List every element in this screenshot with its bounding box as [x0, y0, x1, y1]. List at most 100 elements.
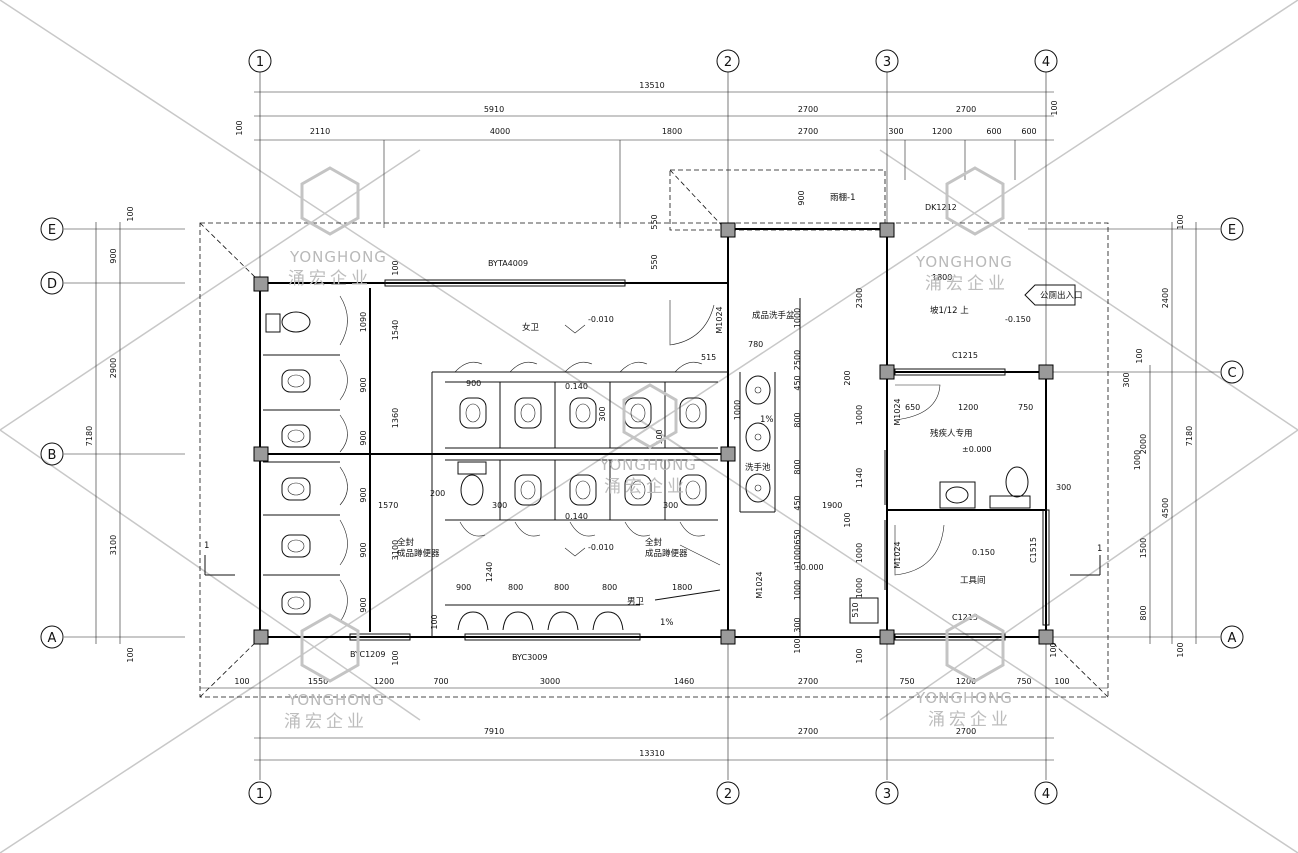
windows	[349, 279, 1050, 641]
dim-bottom-r1-9: 1200	[956, 677, 976, 686]
svg-text:A: A	[48, 631, 57, 646]
dim-right-2: 2400	[1161, 288, 1170, 308]
svg-text:780: 780	[748, 340, 763, 349]
svg-text:900: 900	[466, 379, 481, 388]
svg-text:650: 650	[793, 529, 802, 544]
label-squat-right-1: 全封	[645, 537, 663, 548]
section-marks: 1 1	[204, 541, 1102, 576]
svg-text:1800: 1800	[672, 583, 692, 592]
logo-watermark: YONGHONG 涌宏企业	[284, 613, 384, 732]
svg-text:涌宏企业: 涌宏企业	[288, 269, 372, 289]
squat-toilet-icon	[514, 397, 542, 429]
svg-text:750: 750	[1018, 403, 1033, 412]
svg-text:100: 100	[430, 614, 439, 629]
svg-text:100: 100	[855, 648, 864, 663]
svg-text:3: 3	[883, 787, 891, 802]
logo-watermark: YONGHONG 涌宏企业	[599, 383, 696, 497]
elevation-marks: -0.010 -0.010 0.140 0.140 -0.150 ±0.000 …	[564, 315, 1031, 572]
svg-text:100: 100	[1049, 642, 1058, 657]
dim-top-sub-2: 2700	[798, 105, 818, 114]
svg-text:1140: 1140	[855, 468, 864, 488]
entrance-arrow-icon	[1024, 284, 1076, 306]
svg-text:1800: 1800	[932, 273, 952, 282]
dim-bottom-r1-11: 100	[1054, 677, 1069, 686]
svg-text:YONGHONG: YONGHONG	[915, 689, 1013, 707]
toilet-icon	[1005, 466, 1029, 498]
elev-1: 0.140	[565, 382, 588, 391]
svg-text:3100: 3100	[391, 540, 400, 560]
svg-text:1900: 1900	[822, 501, 842, 510]
svg-text:900: 900	[359, 542, 368, 557]
elev-ramp: -0.150	[1005, 315, 1031, 324]
axis-bubble-left-B: B	[40, 442, 64, 466]
urinal-icon	[502, 611, 534, 631]
axis-bubble-top-3: 3	[875, 49, 899, 73]
svg-text:100: 100	[391, 260, 400, 275]
logo-watermark: YONGHONG 涌宏企业	[288, 166, 387, 289]
middle-stalls	[445, 361, 718, 537]
svg-text:E: E	[48, 223, 56, 238]
squat-toilet-icon	[281, 591, 311, 615]
svg-text:2500: 2500	[793, 350, 802, 370]
dim-bottom-r1-3: 1200	[374, 677, 394, 686]
roof-outline	[199, 169, 1109, 698]
axis-bubble-left-E: E	[40, 217, 64, 241]
svg-text:450: 450	[793, 375, 802, 390]
svg-text:300: 300	[598, 406, 607, 421]
logo-watermark: YONGHONG 涌宏企业	[915, 166, 1012, 294]
slope-2: 1%	[660, 618, 674, 628]
window-bottom-mid	[464, 633, 641, 641]
svg-text:1: 1	[204, 541, 209, 551]
urinal-icon	[592, 611, 624, 631]
dim-top-detail-4: 1800	[662, 127, 682, 136]
elev-men: -0.010	[588, 543, 614, 552]
dim-top-detail-9: 600	[1021, 127, 1036, 136]
squat-toilet-icon	[679, 397, 707, 429]
code-door-2: M1024	[755, 571, 764, 598]
svg-text:550: 550	[650, 254, 659, 269]
slope-marks: 1% 1%	[660, 415, 774, 628]
axis-bubble-bottom-2: 2	[716, 781, 740, 805]
axis-bubble-right-C: C	[1220, 360, 1244, 384]
element-codes: BYTA4009 BYC1209 BYC3009 DK1212 M1024 M1…	[350, 203, 1038, 662]
code-door-1: M1024	[715, 306, 724, 333]
svg-text:550: 550	[650, 214, 659, 229]
axis-bubble-top-4: 4	[1034, 49, 1058, 73]
svg-text:YONGHONG: YONGHONG	[289, 248, 387, 266]
axis-bubble-top-2: 2	[716, 49, 740, 73]
dim-right-inner-4: 1500	[1139, 538, 1148, 558]
elev-tool: 0.150	[972, 548, 995, 557]
slope-1: 1%	[760, 415, 774, 425]
svg-text:4: 4	[1042, 55, 1050, 70]
squat-toilet-icon	[569, 474, 597, 506]
svg-text:650: 650	[905, 403, 920, 412]
axis-bubble-left-A: A	[40, 625, 64, 649]
code-c-bottom: C1215	[952, 613, 978, 622]
svg-text:1000: 1000	[1133, 450, 1142, 470]
label-basin: 成品洗手盆	[752, 310, 795, 321]
svg-text:4: 4	[1042, 787, 1050, 802]
elev-2: 0.140	[565, 512, 588, 521]
dim-right-3: 4500	[1161, 498, 1170, 518]
axis-bubble-bottom-1: 1	[248, 781, 272, 805]
svg-text:100: 100	[793, 638, 802, 653]
dim-top-detail-3: 4000	[490, 127, 510, 136]
svg-text:200: 200	[843, 370, 852, 385]
door-swing	[894, 384, 941, 421]
svg-text:1000: 1000	[855, 578, 864, 598]
svg-text:900: 900	[359, 597, 368, 612]
squat-toilet-icon	[281, 534, 311, 558]
label-tool-room: 工具间	[960, 576, 986, 586]
sinks	[745, 375, 771, 503]
dim-bottom-r2-2: 2700	[798, 727, 818, 736]
accessible-fixtures	[939, 466, 1031, 509]
dim-left-5: 100	[126, 647, 135, 662]
svg-text:800: 800	[793, 412, 802, 427]
dim-bottom-total: 13310	[639, 749, 664, 758]
axis-bubble-left-D: D	[40, 271, 64, 295]
svg-text:1570: 1570	[378, 501, 398, 510]
right-dimensions: 100 2400 4500 100 7180 100 300 2000 1500…	[1122, 214, 1197, 658]
label-squat-right-2: 成品蹲便器	[645, 548, 688, 559]
dim-right-inner-2: 300	[1122, 372, 1131, 387]
